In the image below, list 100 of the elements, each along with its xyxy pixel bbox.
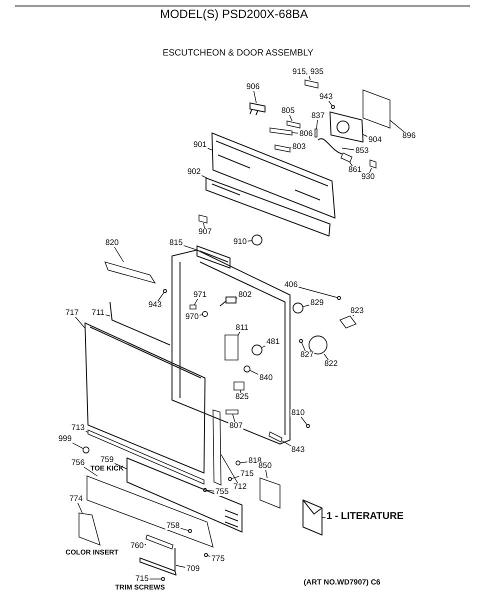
leader-line [362, 134, 368, 137]
section-heading: ESCUTCHEON & DOOR ASSEMBLY [162, 48, 314, 58]
leader-line [207, 555, 211, 557]
handle-part [104, 261, 156, 284]
leader-line [292, 132, 299, 134]
callout-number: 829 [309, 299, 325, 307]
callout-number: 827 [299, 351, 315, 359]
bottom-strip [88, 429, 204, 485]
leader-line [298, 286, 338, 298]
leader-line [282, 440, 292, 446]
leader-line [84, 466, 98, 476]
leader-line [158, 292, 164, 302]
kick-panel [86, 475, 214, 548]
callout-number: 999 [57, 435, 73, 443]
cap-part [292, 302, 304, 314]
callout-number: 774 [68, 495, 84, 503]
leader-line [114, 463, 128, 470]
callout-number: 861 [347, 166, 363, 174]
escutcheon-panel [211, 132, 336, 219]
callout-number: 820 [104, 239, 120, 247]
callout-number: 901 [192, 141, 208, 149]
callout-number: 715 [239, 470, 255, 478]
callout-number: 810 [290, 409, 306, 417]
leader-line [114, 246, 124, 262]
leader-line [308, 76, 311, 80]
leader-line [220, 454, 238, 484]
leader-line [194, 298, 198, 306]
leader-line [238, 332, 240, 336]
callout-number: 1 - LITERATURE [325, 512, 405, 522]
leader-line [322, 517, 326, 518]
callout-number: 930 [360, 173, 376, 181]
leader-line [85, 430, 88, 433]
callout-number: 822 [323, 360, 339, 368]
callout-number: 837 [310, 112, 326, 120]
color-insert [78, 512, 101, 546]
leader-line [290, 147, 292, 148]
callout-number: 815 [168, 239, 184, 247]
leader-line [77, 502, 83, 514]
leader-line [207, 148, 212, 150]
leader-line [316, 120, 318, 130]
leader-line [176, 565, 186, 568]
leader-line [201, 175, 208, 178]
callout-number: 850 [257, 462, 273, 470]
access-cover [260, 477, 280, 509]
leader-line [247, 240, 252, 242]
leader-line [349, 162, 353, 166]
leader-line [231, 476, 240, 479]
callout-number: 760 [129, 542, 145, 550]
callout-number: 915, 935 [291, 68, 325, 76]
callout-number: 711 [90, 309, 106, 317]
leader-line [232, 414, 236, 422]
control-module [329, 111, 364, 143]
leader-line [262, 345, 266, 348]
trim-bracket [139, 547, 177, 576]
leader-line [105, 314, 110, 316]
callout-number: 806 [298, 130, 314, 138]
screw-part [331, 105, 335, 109]
clip-part [370, 159, 376, 169]
wire-connector [340, 152, 353, 163]
wire-harness [318, 138, 342, 154]
leader-line [324, 354, 329, 360]
screw-part [161, 577, 165, 581]
leader-line [300, 416, 308, 425]
side-strip [212, 409, 222, 486]
pin-part [339, 316, 357, 328]
callout-number: 717 [64, 309, 80, 317]
leader-line [301, 342, 306, 352]
clip-part [198, 214, 208, 224]
callout-number: 902 [186, 168, 202, 176]
trim-bracket [146, 534, 174, 550]
callout-number: 843 [290, 446, 306, 454]
leader-line [183, 245, 198, 250]
leader-line [302, 304, 310, 308]
leader-line [289, 114, 292, 122]
leader-line [75, 316, 86, 328]
callout-number: 910 [232, 238, 248, 246]
callout-number: 906 [245, 83, 261, 91]
screw-part [299, 339, 303, 343]
leader-line [206, 490, 215, 492]
callout-number: 805 [280, 107, 296, 115]
screw-part [163, 289, 167, 293]
screw-part [337, 296, 341, 300]
button-part [286, 120, 300, 128]
cover-sheet [362, 89, 390, 129]
callout-number: 904 [367, 136, 383, 144]
callout-number: 907 [197, 228, 213, 236]
leader-line [342, 148, 355, 150]
callout-number: 823 [349, 307, 365, 315]
switch-part [249, 102, 266, 116]
literature-envelope [302, 499, 323, 536]
diagram-title: MODEL(S) PSD200X-68BA [160, 8, 308, 20]
door-outer-panel [84, 322, 206, 474]
callout-number: 758 [165, 522, 181, 530]
leader-line [253, 90, 257, 104]
knob-part [252, 234, 262, 246]
callout-number: 775 [210, 555, 226, 563]
leader-line [149, 578, 162, 580]
leader-line [240, 462, 248, 464]
callout-number: 709 [185, 565, 201, 573]
callout-number: 713 [70, 424, 86, 432]
